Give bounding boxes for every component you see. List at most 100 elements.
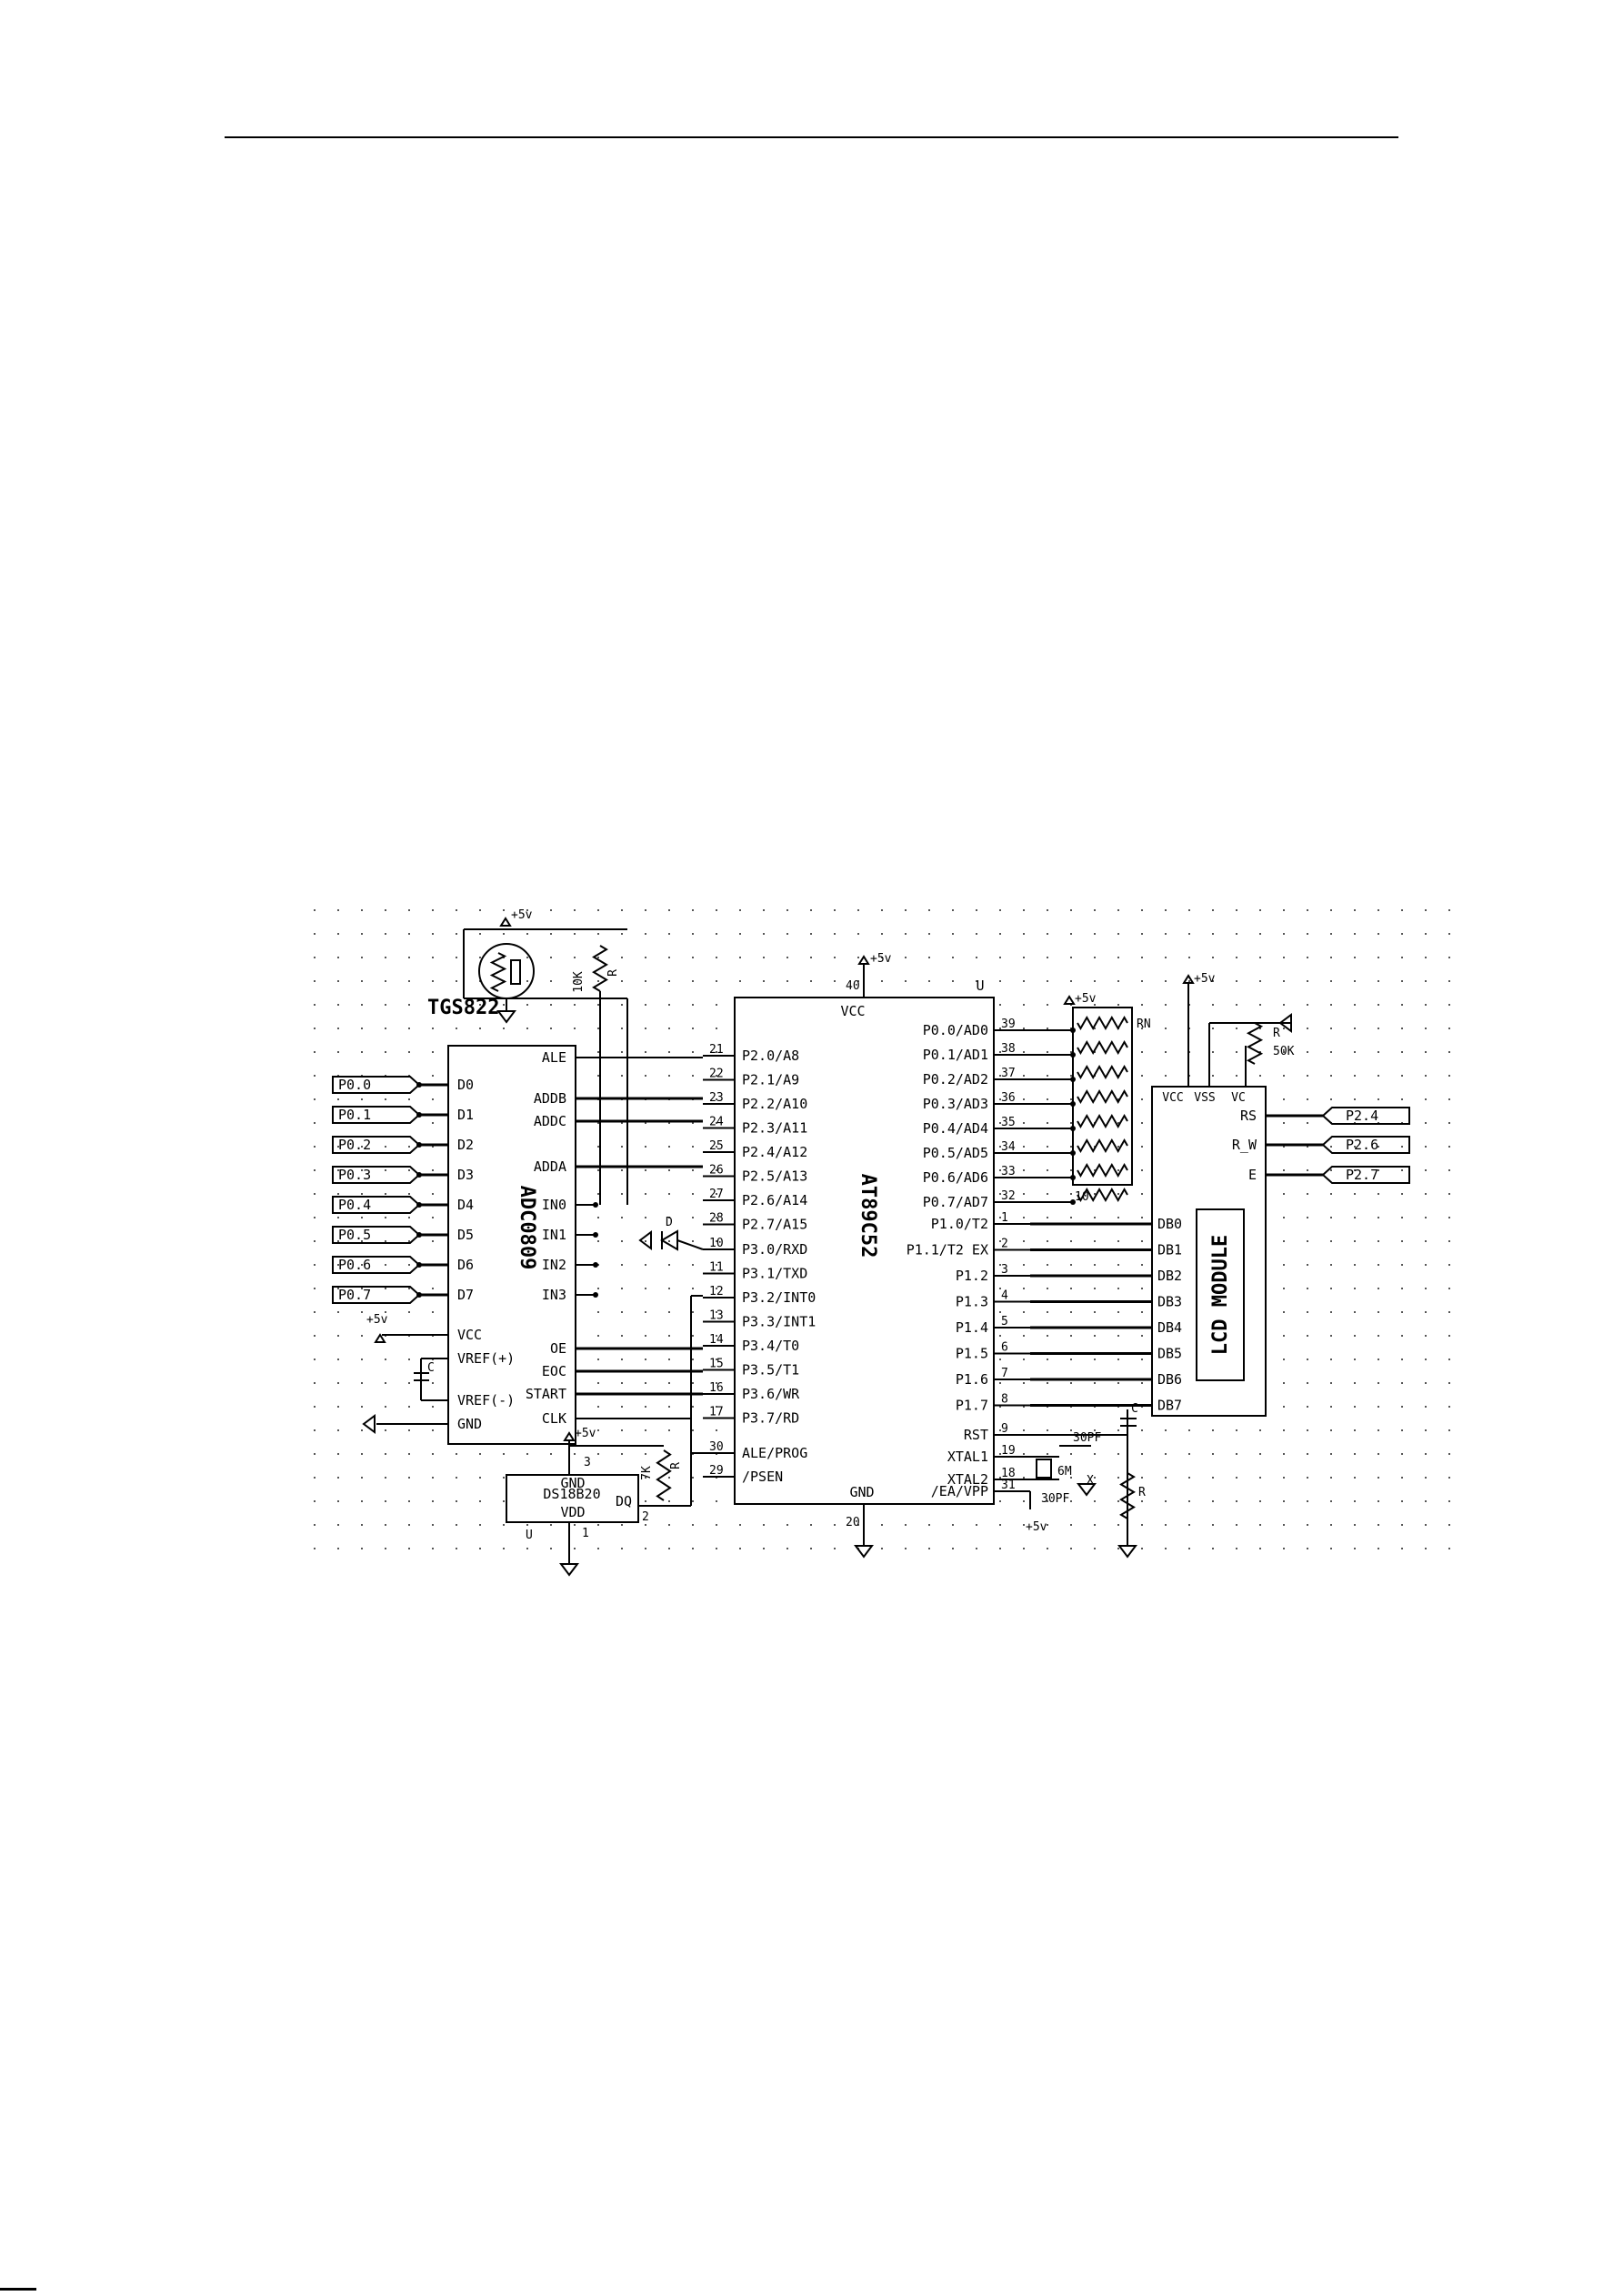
grid-dot (550, 933, 552, 935)
grid-dot (692, 1169, 694, 1171)
grid-dot (1283, 1217, 1285, 1218)
adc-pin-label: D2 (457, 1137, 474, 1153)
grid-dot (952, 1524, 954, 1526)
grid-dot (1283, 1193, 1285, 1195)
grid-dot (314, 1453, 316, 1455)
grid-dot (1070, 1193, 1072, 1195)
grid-dot (668, 1051, 670, 1053)
grid-dot (361, 933, 363, 935)
grid-dot (1307, 1004, 1308, 1006)
grid-dot (1425, 1217, 1427, 1218)
lcd-pin-label: DB0 (1157, 1216, 1182, 1232)
grid-dot (1188, 1548, 1190, 1549)
grid-dot (1425, 1169, 1427, 1171)
port-tag-right (1321, 1107, 1410, 1125)
grid-dot (645, 1335, 646, 1337)
grid-dot (1070, 1477, 1072, 1479)
grid-dot (1047, 957, 1048, 958)
grid-dot (1047, 1169, 1048, 1171)
grid-dot (786, 1548, 788, 1549)
grid-dot (314, 1193, 316, 1195)
grid-dot (1094, 1500, 1096, 1502)
grid-dot (1307, 933, 1308, 935)
grid-dot (361, 1335, 363, 1337)
grid-dot (1307, 1051, 1308, 1053)
grid-dot (1165, 1500, 1167, 1502)
grid-dot (432, 1193, 434, 1195)
grid-dot (314, 957, 316, 958)
grid-dot (1283, 1004, 1285, 1006)
grid-dot (314, 1264, 316, 1266)
mcu-pin-label: P3.6/WR (742, 1386, 800, 1402)
grid-dot (1259, 1429, 1261, 1431)
x-label: X (1087, 1474, 1094, 1488)
grid-dot (314, 1098, 316, 1100)
grid-dot (597, 1193, 599, 1195)
grid-dot (1117, 1264, 1119, 1266)
grid-dot (645, 1500, 646, 1502)
port-tag-left (332, 1286, 421, 1304)
mcu-pin-label: P0.3/AD3 (923, 1096, 988, 1112)
grid-dot (1047, 1051, 1048, 1053)
grid-dot (1401, 1288, 1403, 1289)
sensor-element (510, 959, 521, 985)
grid-dot (1023, 1359, 1025, 1360)
ds18b20-dq: DQ (616, 1493, 632, 1509)
grid-dot (645, 933, 646, 935)
grid-dot (1307, 1075, 1308, 1077)
adc-pin-label: EOC (542, 1363, 566, 1379)
grid-dot (1307, 957, 1308, 958)
port-tag-left (332, 1196, 421, 1214)
grid-dot (645, 1548, 646, 1549)
grid-dot (905, 1524, 907, 1526)
grid-dot (1259, 1500, 1261, 1502)
grid-dot (337, 1548, 339, 1549)
grid-dot (1378, 1406, 1379, 1408)
grid-dot (361, 1193, 363, 1195)
mcu-pin-label: P0.5/AD5 (923, 1145, 988, 1161)
grid-dot (716, 957, 717, 958)
grid-dot (314, 1004, 316, 1006)
pin-number: 35 (1001, 1116, 1016, 1129)
adc-pin-label: GND (457, 1416, 482, 1432)
mcu-pin-label: XTAL1 (947, 1449, 988, 1465)
mcu-pin-label: P1.3 (956, 1294, 988, 1310)
grid-dot (479, 1524, 481, 1526)
lcd-pin-label: DB1 (1157, 1242, 1182, 1258)
grid-dot (432, 1382, 434, 1384)
grid-dot (1354, 1004, 1356, 1006)
grid-dot (1283, 1548, 1285, 1549)
grid-dot (550, 980, 552, 982)
grid-dot (408, 909, 410, 911)
mcu-pin-label: P0.0/AD0 (923, 1022, 988, 1038)
gas-sensor-symbol (478, 943, 535, 999)
adc-pin-label: D3 (457, 1167, 474, 1183)
grid-dot (952, 1548, 954, 1549)
grid-dot (645, 1477, 646, 1479)
r7k-label: 7K (640, 1466, 654, 1480)
grid-dot (314, 1477, 316, 1479)
grid-dot (1283, 1051, 1285, 1053)
grid-dot (597, 1146, 599, 1148)
grid-dot (1047, 1382, 1048, 1384)
grid-dot (1117, 933, 1119, 935)
grid-dot (1070, 1051, 1072, 1053)
grid-dot (645, 1382, 646, 1384)
mcu-pin-label: P1.5 (956, 1346, 988, 1362)
grid-dot (692, 1335, 694, 1337)
pin-number: 2 (642, 1510, 649, 1524)
grid-dot (1094, 1028, 1096, 1029)
pin-number: 20 (846, 1516, 860, 1529)
grid-dot (1378, 1477, 1379, 1479)
grid-dot (1307, 1500, 1308, 1502)
adc-input-label: IN2 (542, 1257, 566, 1273)
grid-dot (1117, 1453, 1119, 1455)
grid-dot (1330, 1193, 1332, 1195)
grid-dot (503, 1548, 505, 1549)
grid-dot (1425, 1240, 1427, 1242)
rn-resistor (1077, 1162, 1128, 1178)
grid-dot (1212, 1028, 1214, 1029)
led-diode-symbol (660, 1229, 678, 1251)
grid-dot (645, 1169, 646, 1171)
junction-dot (416, 1172, 422, 1178)
